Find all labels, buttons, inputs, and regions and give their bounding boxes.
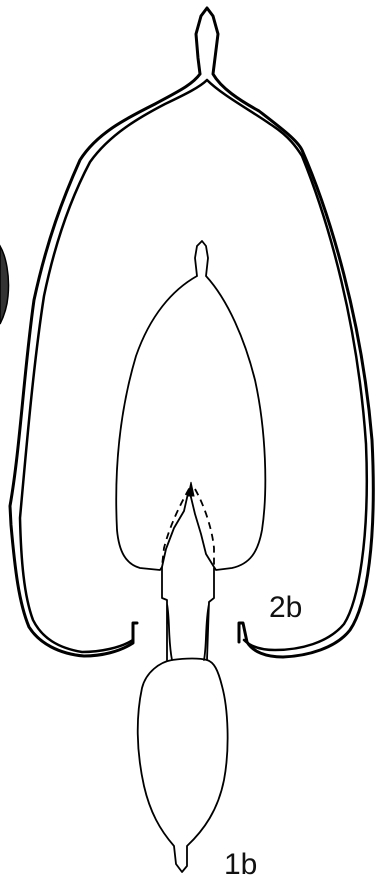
inner-body-upper-outline [116, 241, 265, 570]
label-inner-1b: 1b [224, 850, 257, 880]
outer-shell-outer-contour [10, 8, 373, 657]
label-outer-2b: 2b [269, 593, 302, 623]
inner-body-lower-ellipse [138, 659, 228, 873]
outer-shell-inner-contour [20, 80, 367, 652]
neighbor-specimen-edge [0, 246, 9, 324]
inner-body-neck [162, 567, 214, 660]
